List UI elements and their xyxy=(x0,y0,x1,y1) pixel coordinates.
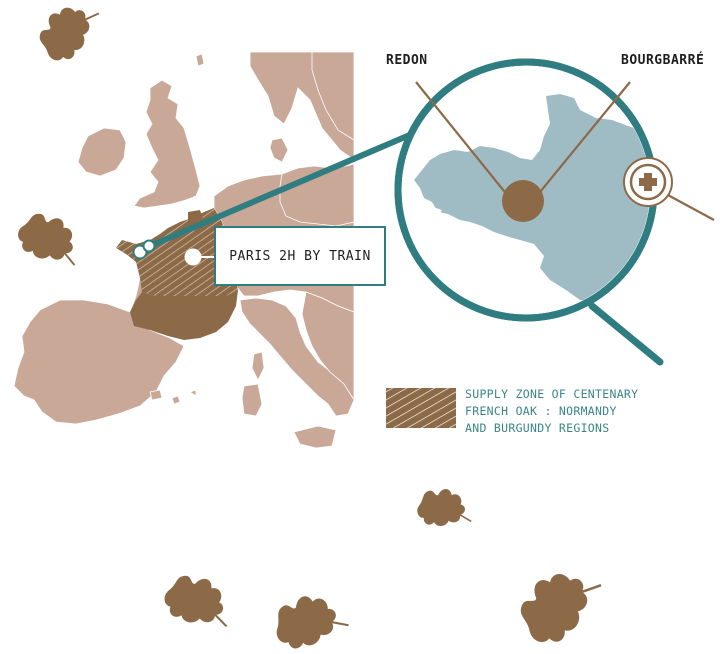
legend-swatch xyxy=(386,388,456,428)
paris-callout: PARIS 2H BY TRAIN xyxy=(214,226,386,286)
marker-leader-line xyxy=(665,193,715,221)
balkans xyxy=(301,291,355,402)
label-bourgbarre: BOURGBARRÉ xyxy=(621,53,705,68)
corsica xyxy=(251,351,265,381)
oak-leaf-icon xyxy=(31,0,102,70)
oak-leaf-icon xyxy=(12,208,86,268)
label-redon: REDON xyxy=(386,53,428,68)
oak-leaf-icon xyxy=(415,486,473,529)
ireland xyxy=(77,127,127,177)
oak-leaf-icon xyxy=(509,553,605,654)
zoom-connector xyxy=(147,131,415,249)
italy xyxy=(239,297,355,417)
plus-in-circle-icon xyxy=(623,157,673,207)
oak-leaf-icon xyxy=(266,583,351,654)
sardinia xyxy=(241,383,263,417)
location-marker-brittany xyxy=(142,239,156,253)
supply-zone xyxy=(116,208,238,340)
legend-line: FRENCH OAK : NORMANDY xyxy=(465,404,617,418)
denmark xyxy=(269,137,289,163)
redon-leader-line xyxy=(415,81,509,197)
oak-leaf-icon xyxy=(160,572,235,630)
paris-callout-text: PARIS 2H BY TRAIN xyxy=(229,248,371,264)
legend-line: SUPPLY ZONE OF CENTENARY xyxy=(465,387,639,401)
finland xyxy=(311,51,355,141)
sicily xyxy=(293,425,337,449)
great-britain xyxy=(133,79,201,209)
legend-text: SUPPLY ZONE OF CENTENARY FRENCH OAK : NO… xyxy=(465,386,638,437)
location-dot xyxy=(502,180,544,222)
paris-dot xyxy=(184,248,202,266)
bourgbarre-leader-line xyxy=(539,81,631,193)
legend-line: AND BURGUNDY REGIONS xyxy=(465,421,610,435)
magnifier-handle xyxy=(588,302,664,366)
